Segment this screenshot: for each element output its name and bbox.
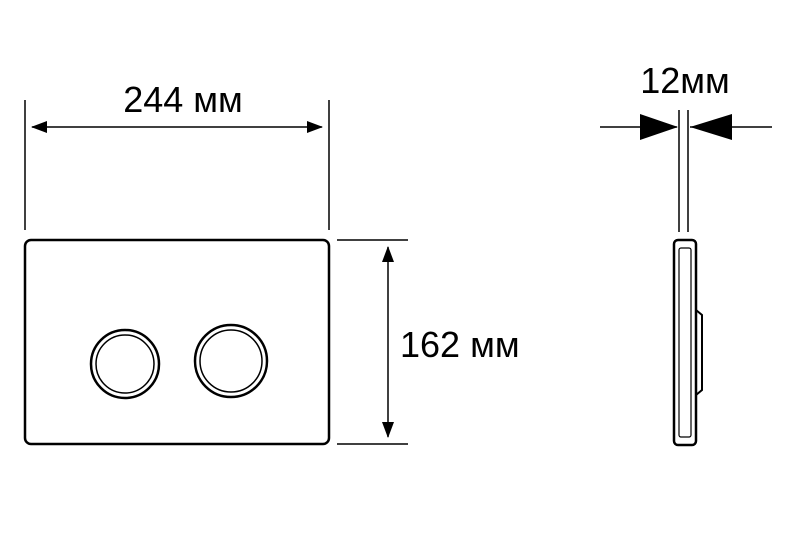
thickness-dimension: 12мм — [600, 60, 772, 232]
thickness-arrow-right — [690, 114, 732, 140]
height-dimension: 162 мм — [337, 239, 520, 445]
thickness-arrow-left — [640, 114, 678, 140]
height-label: 162 мм — [400, 324, 520, 365]
side-profile-inner — [678, 247, 692, 438]
small-flush-button — [193, 323, 269, 399]
front-view — [23, 238, 331, 446]
side-profile-outline — [672, 238, 698, 447]
large-flush-button — [89, 328, 161, 400]
side-button-bump — [695, 309, 703, 396]
side-view — [672, 238, 703, 447]
thickness-label: 12мм — [640, 60, 730, 101]
width-label: 244 мм — [123, 79, 243, 120]
flush-plate-outline — [23, 238, 331, 446]
width-dimension: 244 мм — [24, 79, 330, 230]
